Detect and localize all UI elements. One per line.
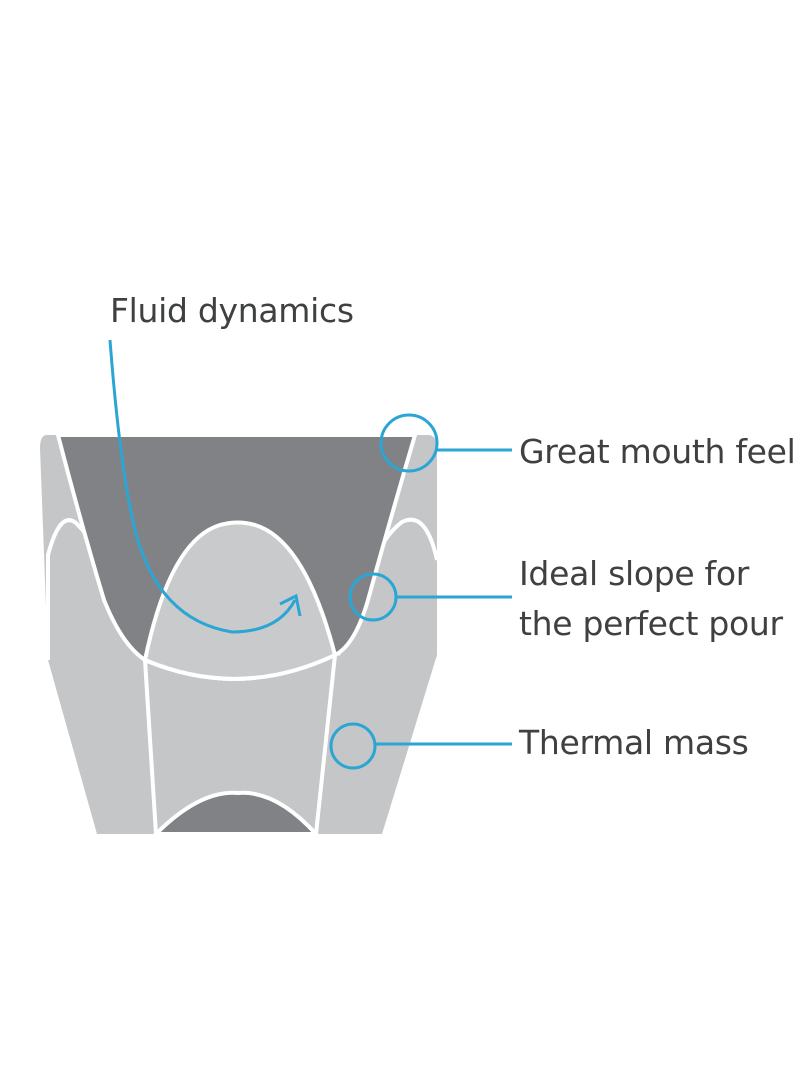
thermal-mass-label: Thermal mass xyxy=(519,723,749,762)
slope-label-line1: Ideal slope for xyxy=(519,554,750,593)
fluid-flow-arrow xyxy=(108,339,297,634)
slope-label-line2: the perfect pour xyxy=(519,604,783,643)
mouth-feel-label: Great mouth feel xyxy=(519,432,796,471)
fluid-flow-arrowhead xyxy=(279,593,302,617)
mouth-feel-circle xyxy=(379,413,439,473)
fluid-dynamics-label: Fluid dynamics xyxy=(110,291,354,330)
cup-base xyxy=(151,790,321,836)
cup-inner-arch xyxy=(142,520,338,681)
thermal-mass-circle xyxy=(329,722,377,770)
